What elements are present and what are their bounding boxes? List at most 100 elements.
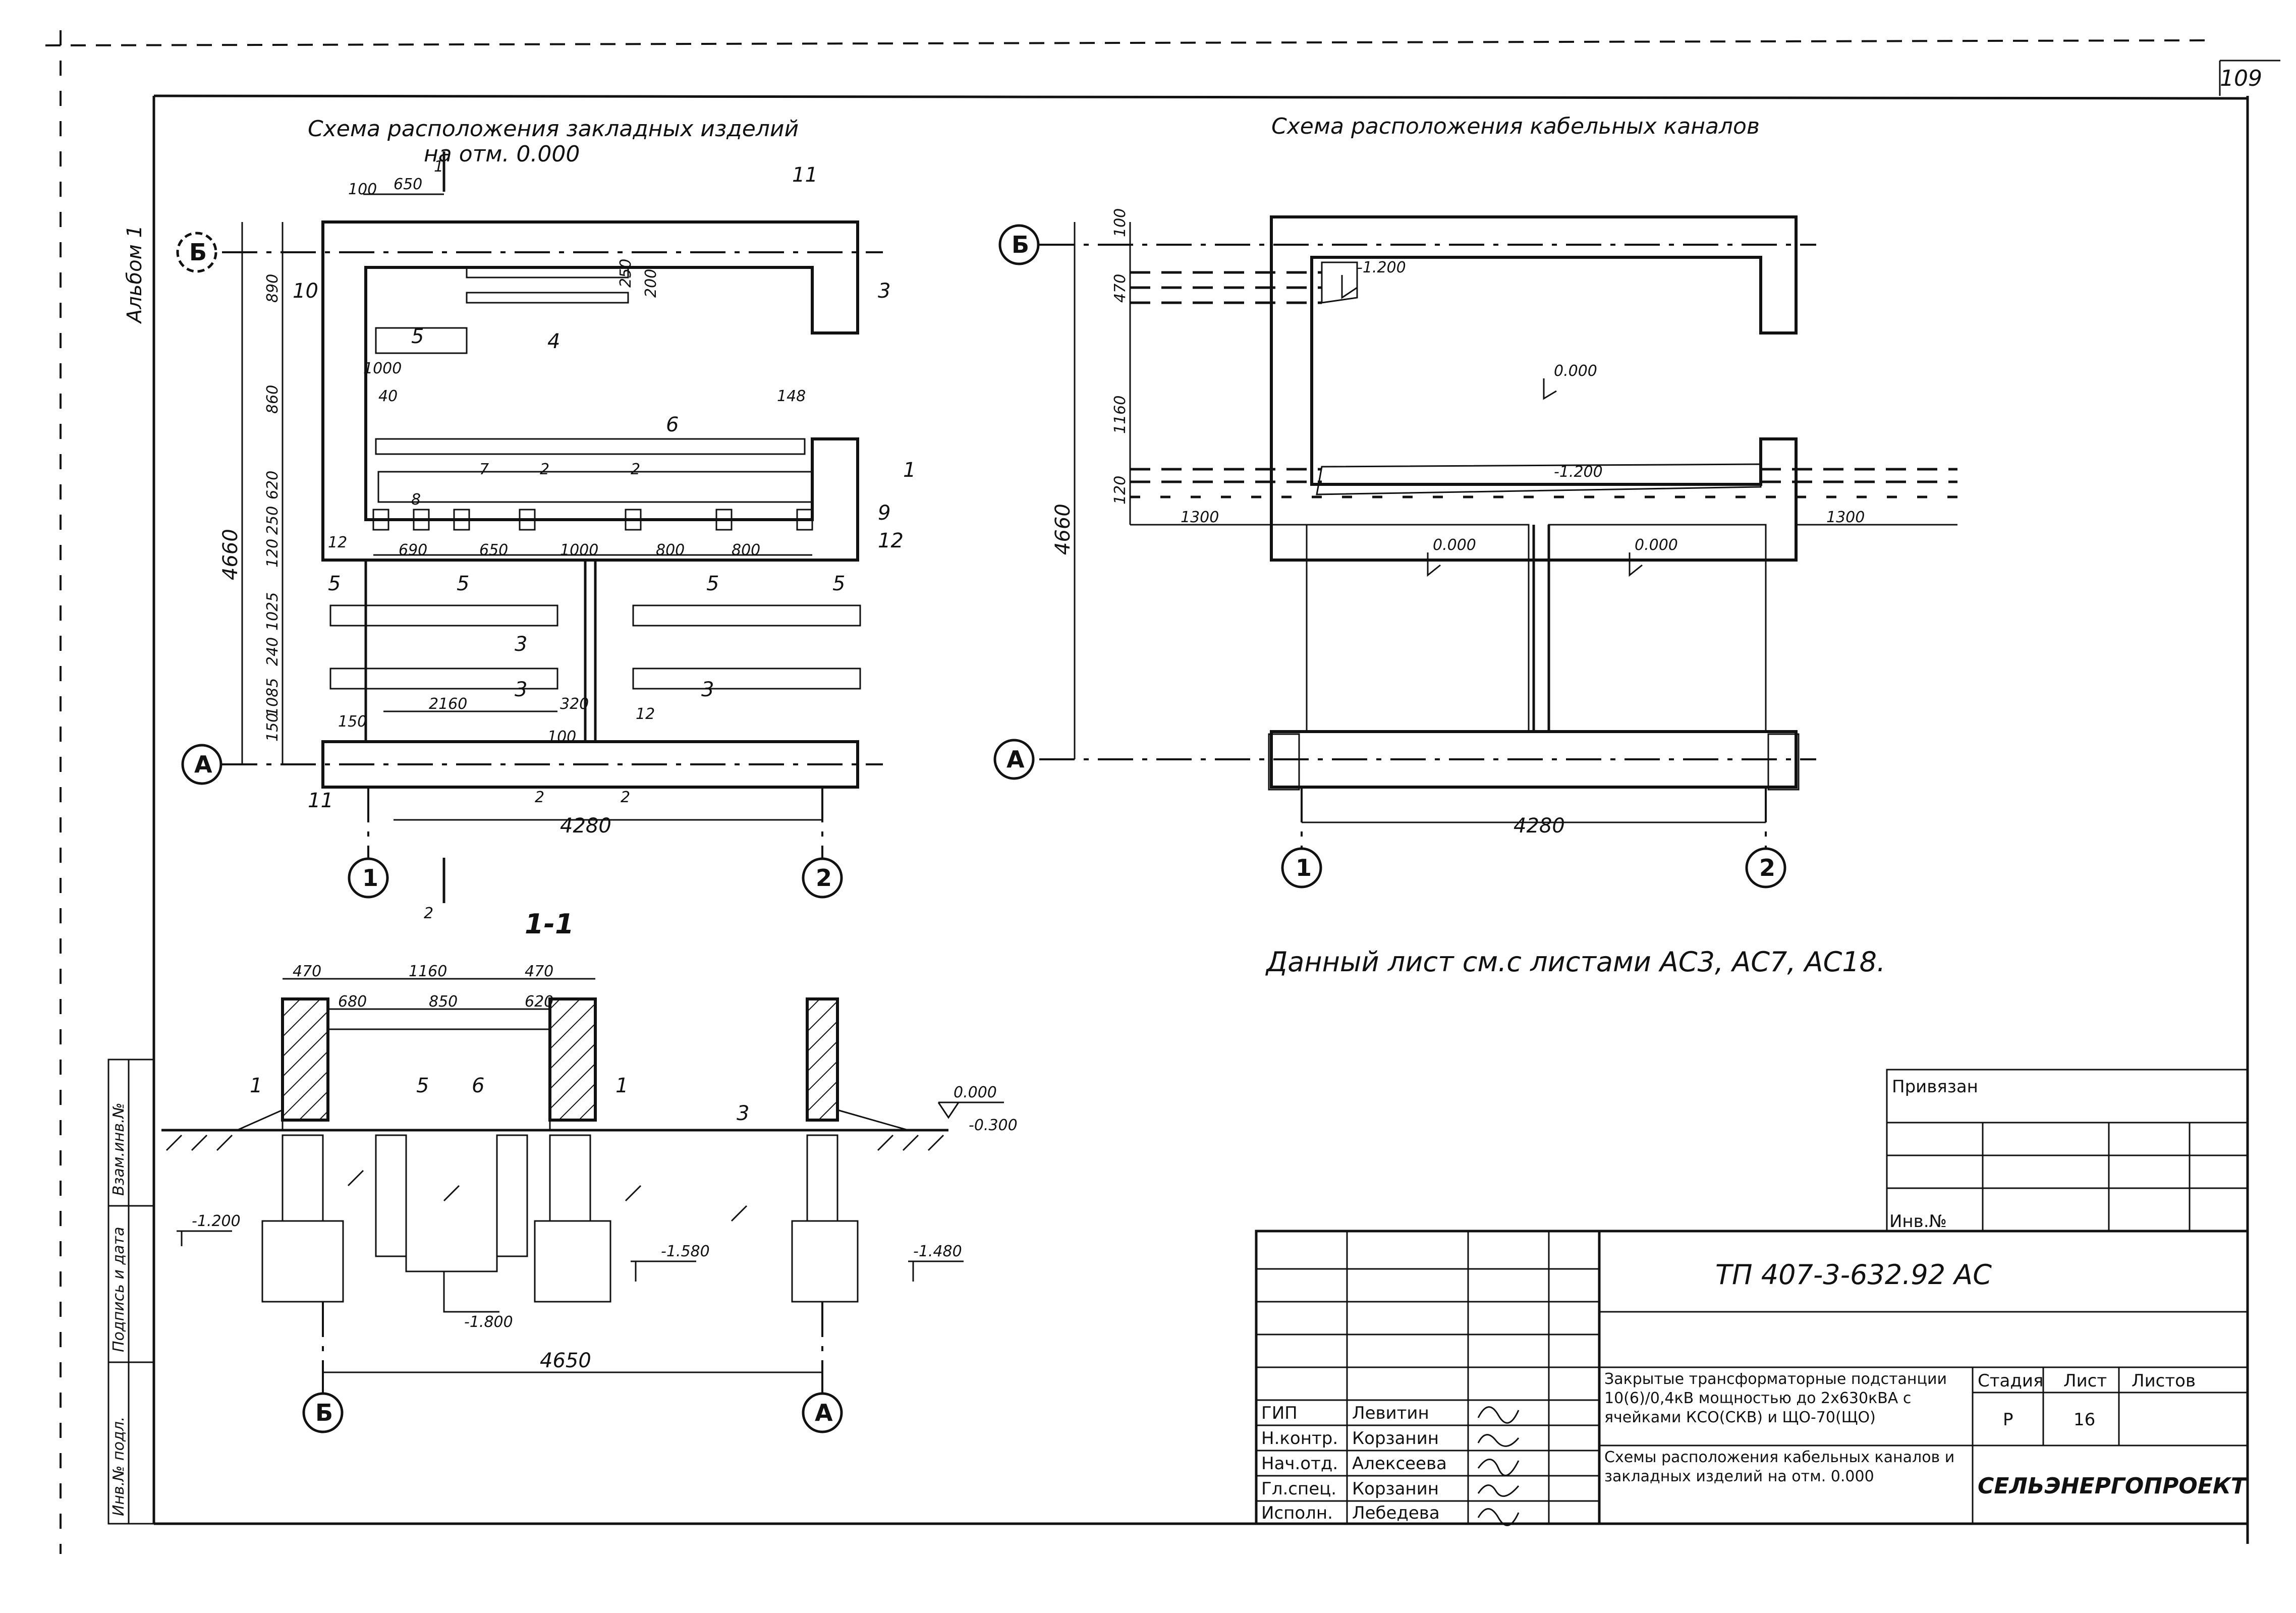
stage-value: Р [2003,1410,2013,1430]
r-axis-2-bubble [1745,847,1786,888]
cable-channel-upper [1130,271,1322,304]
title-block: Привязан Инв.№ ТП 407-3-632.92 АС [1255,1069,2249,1526]
axis-a-label: A [194,751,212,778]
sec-dim-470a: 470 [293,963,321,980]
axis-2-label: 2 [816,864,832,892]
mark-5c: 5 [457,572,469,595]
dim-150: 150 [338,713,367,731]
mark-3a: 3 [878,280,890,303]
mark-5a: 5 [411,325,424,348]
dim-800a: 800 [656,541,685,559]
sheet-title: Схемы расположения кабельных каналов и з… [1604,1449,1955,1485]
mark-2d: 2 [621,789,630,806]
sec-level-0: 0.000 [954,1084,997,1101]
document-code: ТП 407-3-632.92 АС [1715,1259,1992,1291]
dim-320: 320 [560,695,589,713]
project-title: Закрытые трансформаторные подстанции 10(… [1604,1370,1947,1426]
dim-800b: 800 [732,541,760,559]
axis-a-bubble [181,744,222,785]
sec-dim-4650: 4650 [540,1349,591,1372]
r-level-5: 0.000 [1635,536,1678,554]
page-number: 109 [2220,66,2262,91]
dim-1000a: 1000 [363,360,402,377]
cable-channel-lower [1130,468,1957,498]
r-axis-b-label: Б [1012,231,1029,258]
r-dim-v470: 470 [1111,274,1129,303]
r-dim-v1160: 1160 [1111,396,1129,434]
mark-5e: 5 [832,572,845,595]
r-axis-1-label: 1 [1296,854,1312,881]
mark-7: 7 [479,461,489,478]
dim-v250b: 250 [617,259,635,288]
r-axis-a-bubble [993,739,1035,780]
mark-3d: 3 [701,678,714,701]
sec-dim-470b: 470 [525,963,553,980]
signature-rows: ГИП Левитин Н.контр. Корзанин Нач.отд. А… [1261,1403,1520,1526]
signature-marks [1477,1406,1520,1526]
mark-9: 9 [878,502,890,525]
sec-mark-3: 3 [737,1102,749,1125]
sec-axis-b-label: Б [315,1399,333,1426]
dim-v120: 120 [264,539,282,568]
sheet-header: Лист [2063,1371,2107,1391]
r-level-2: 0.000 [1554,362,1597,380]
cross-reference-note: Данный лист см.с листами АС3, АС7, АС18. [1265,946,1885,978]
right-plan-title: Схема расположения кабельных каналов [1271,114,1760,139]
dim-1000b: 1000 [560,541,598,559]
role-5: Исполн. [1261,1503,1333,1523]
section-title: 1-1 [525,908,574,940]
sheet-value: 16 [2074,1410,2095,1430]
dim-v240: 240 [264,637,282,666]
project-title-box: Закрытые трансформаторные подстанции 10(… [1604,1370,1947,1426]
axis-1-bubble [348,857,389,899]
sec-mark-1b: 1 [615,1074,628,1097]
mark-4: 4 [547,330,560,353]
mark-3c: 3 [515,678,527,701]
role-4: Гл.спец. [1261,1479,1336,1499]
name-1: Левитин [1352,1403,1429,1423]
sec-dim-1160: 1160 [409,963,447,980]
mark-2b: 2 [631,461,640,478]
mark-10: 10 [293,280,318,303]
dim-650b: 650 [479,541,508,559]
album-label: Альбом 1 [123,225,146,324]
role-3: Нач.отд. [1261,1454,1338,1474]
dim-2160: 2160 [429,695,467,713]
dim-148: 148 [777,387,806,405]
mark-2: 2 [424,905,433,922]
sec-level-3: -1.580 [661,1243,710,1260]
mark-3b: 3 [515,633,527,656]
side-stamp-1: Взам.инв.№ [110,1102,128,1196]
mark-2c: 2 [535,789,544,806]
sec-level-1: -0.300 [969,1117,1018,1134]
dim-v150: 150 [264,713,282,742]
mark-12a: 12 [878,529,904,552]
sec-mark-1a: 1 [250,1074,262,1097]
r-dim-v100: 100 [1111,208,1129,237]
r-dim-v120: 120 [1111,476,1129,505]
dim-v4660: 4660 [219,529,242,580]
mark-12c: 12 [636,705,655,723]
inv-label: Инв.№ [1889,1211,1947,1232]
organization: СЕЛЬЭНЕРГОПРОЕКТ [1978,1473,2248,1499]
dim-690: 690 [399,541,427,559]
side-stamp-2: Подпись и дата [110,1227,128,1353]
name-5: Лебедева [1352,1503,1440,1523]
axis-b-bubble [176,232,217,273]
top-wall [321,220,859,562]
name-2: Корзанин [1352,1428,1439,1449]
sec-axis-a-label: A [815,1399,833,1426]
right-plan: Схема расположения кабельных каналов [993,114,1957,888]
side-stamp-3: Инв.№ подл. [110,1417,128,1516]
sec-dim-680: 680 [338,993,367,1011]
mark-8: 8 [411,491,421,509]
sheet-title-box: Схемы расположения кабельных каналов и з… [1604,1449,1955,1485]
dim-v860: 860 [264,385,282,414]
r-dim-1300a: 1300 [1181,509,1219,526]
axis-b-label: Б [189,239,207,266]
r-level-3: -1.200 [1554,463,1603,481]
left-plan-title-1: Схема расположения закладных изделий [308,116,799,142]
mark-5d: 5 [706,572,719,595]
axis-1-label: 1 [362,864,378,892]
